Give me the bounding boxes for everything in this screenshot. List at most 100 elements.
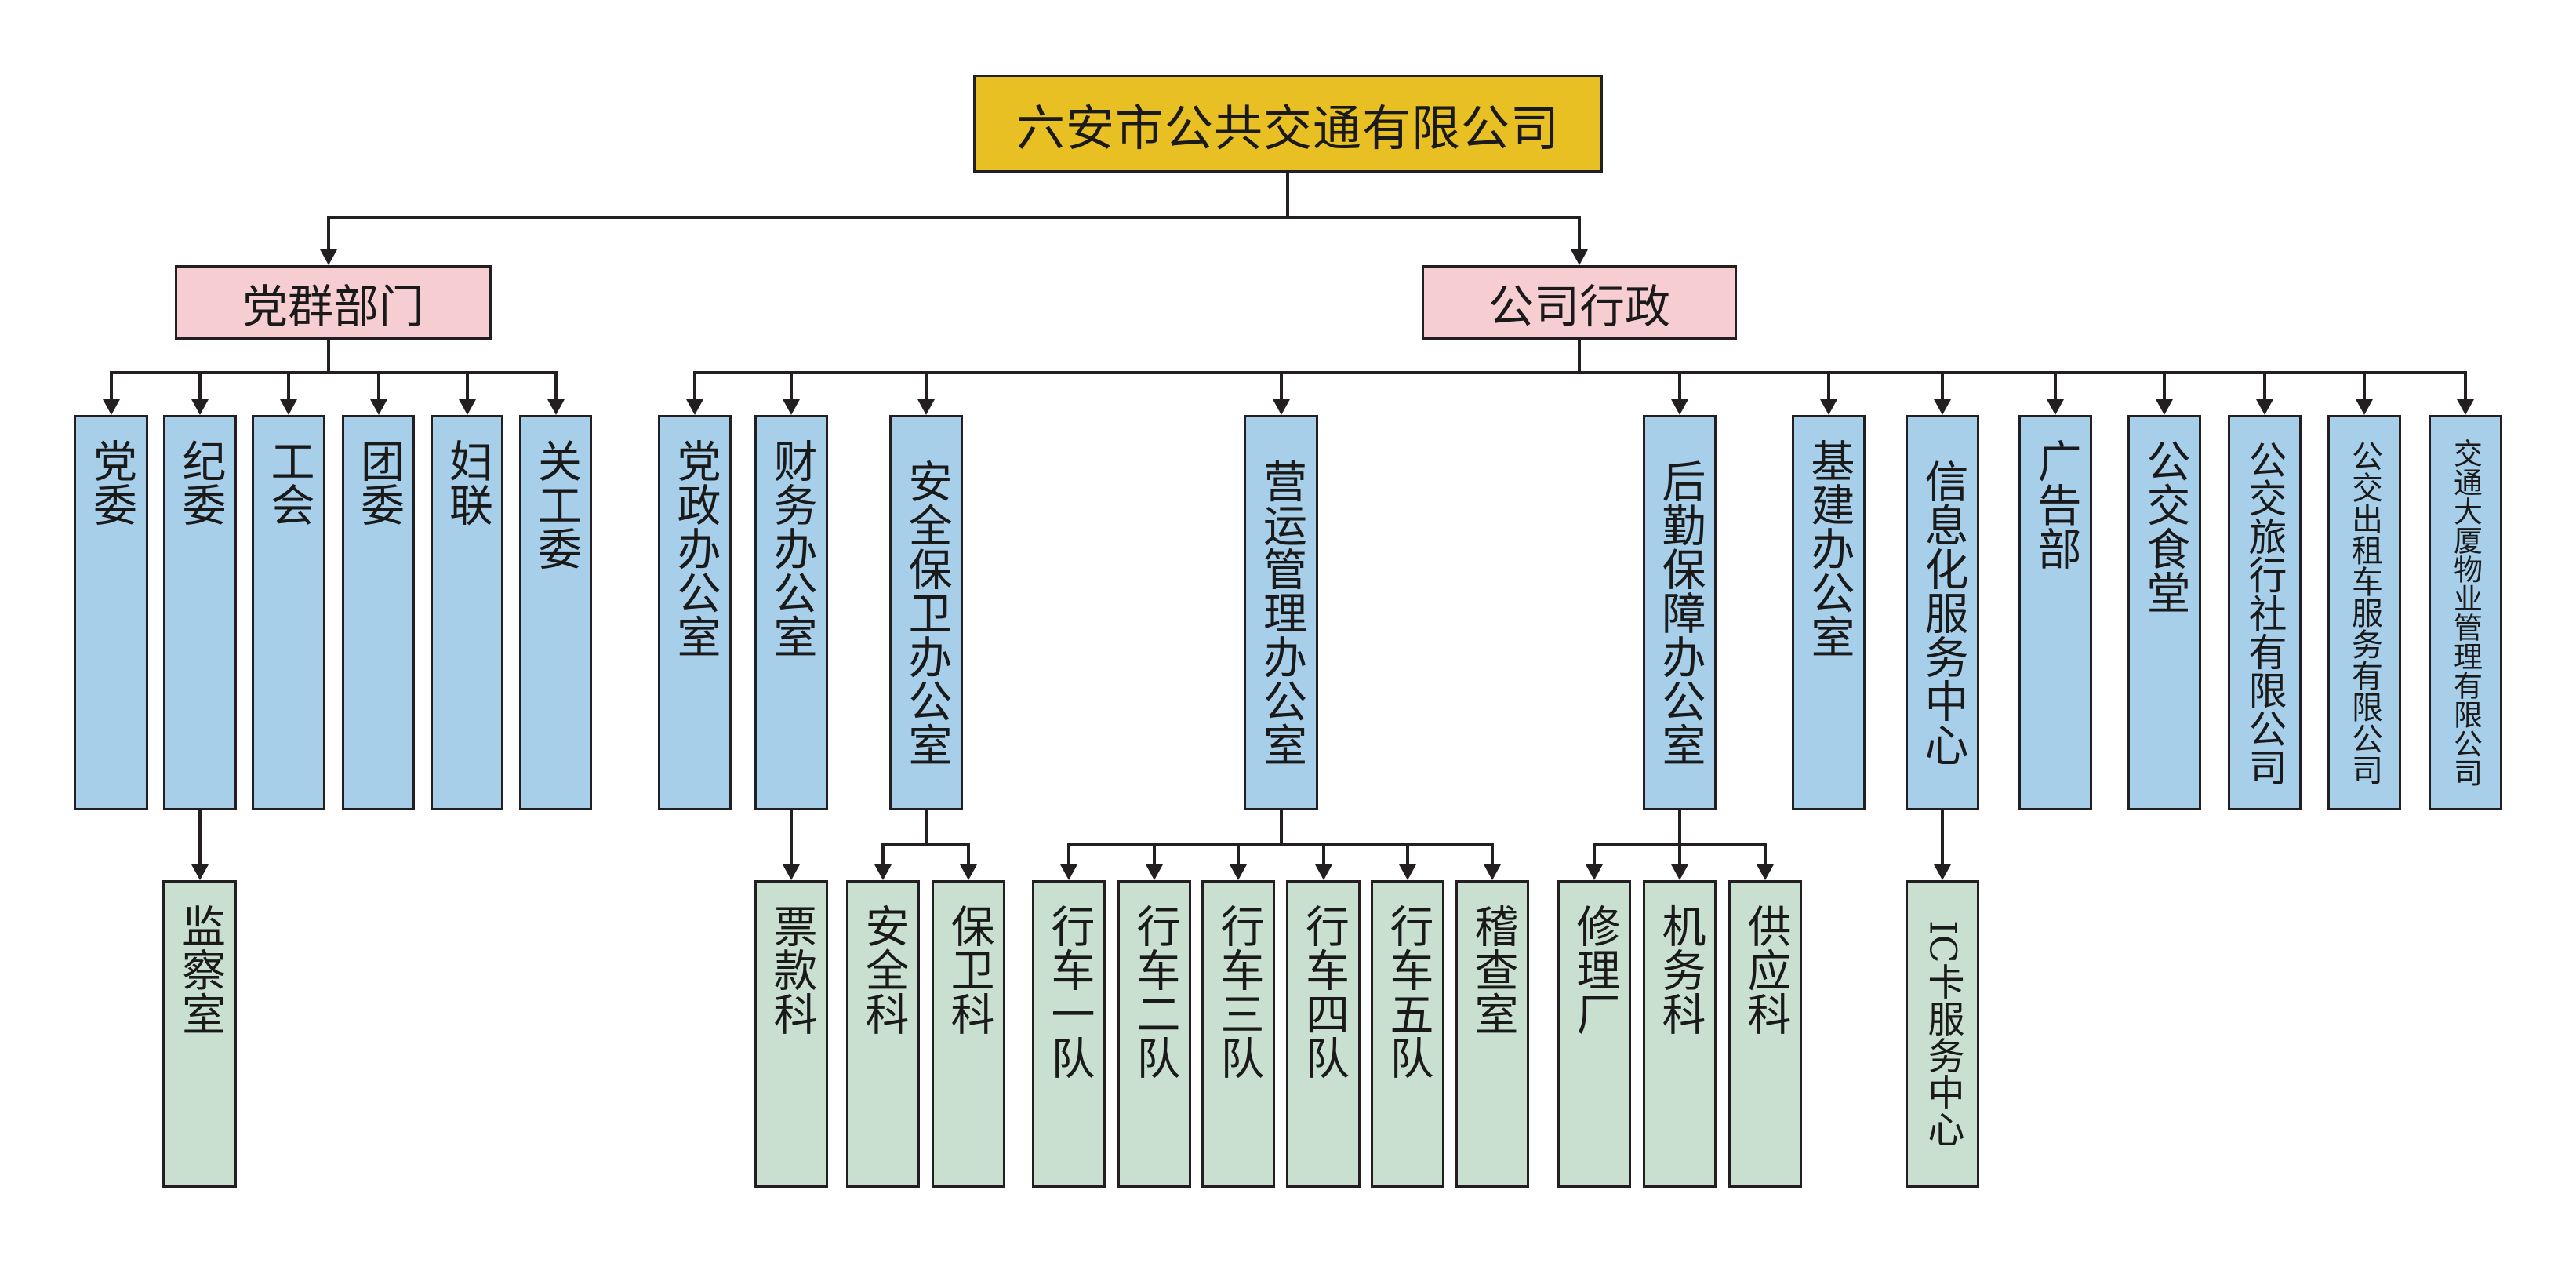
sub-unit-box[interactable]: 行车二队 (1117, 880, 1191, 1188)
sub-unit-box[interactable]: 修理厂 (1557, 880, 1631, 1188)
dept-box[interactable]: 后勤保障办公室 (1643, 415, 1717, 810)
dept-box-label: 广告部 (2030, 439, 2081, 570)
sub-unit-box[interactable]: 行车五队 (1371, 880, 1444, 1188)
arrow-down-icon (1934, 864, 1951, 880)
dept-box-label: 基建办公室 (1804, 439, 1855, 658)
arrow-down-icon (547, 399, 565, 415)
dept-box[interactable]: 安全保卫办公室 (889, 415, 963, 810)
arrow-down-icon (2457, 399, 2474, 415)
dept-box-label: 公交出租车服务有限公司 (2346, 440, 2382, 785)
sub-unit-box-label: 票款科 (766, 904, 817, 1036)
dept-stem-line (925, 373, 928, 401)
sub-unit-box-label: 行车五队 (1382, 904, 1433, 1079)
sub-stem-line (1406, 844, 1409, 866)
dept-stem-line (376, 373, 380, 401)
dept-box-label: 公交旅行社有限公司 (2242, 439, 2287, 786)
arrow-down-icon (874, 864, 892, 880)
arrow-down-icon (1757, 864, 1774, 880)
arrow-down-icon (1230, 864, 1247, 880)
sub-trunk-line (1678, 810, 1681, 844)
sub-unit-box-label: 机务科 (1655, 904, 1706, 1036)
arrow-down-icon (1586, 864, 1603, 880)
sub-unit-box[interactable]: 行车四队 (1286, 880, 1361, 1188)
dept-stem-line (1678, 373, 1681, 401)
group-stem-line (327, 217, 330, 251)
sub-unit-box[interactable]: 监察室 (162, 880, 237, 1188)
dept-box-label: 营运管理办公室 (1255, 459, 1307, 766)
sub-unit-box-label: IC卡服务中心 (1920, 920, 1964, 1148)
dept-box[interactable]: 党政办公室 (658, 415, 732, 810)
sub-unit-box[interactable]: IC卡服务中心 (1906, 880, 1979, 1188)
root-branch-line (327, 216, 1581, 219)
sub-unit-box-label: 安全科 (858, 904, 909, 1036)
arrow-down-icon (369, 399, 387, 415)
arrow-down-icon (458, 399, 476, 415)
dept-box[interactable]: 广告部 (2018, 415, 2092, 810)
root-company-box[interactable]: 六安市公共交通有限公司 (973, 75, 1603, 173)
sub-stem-line (1941, 810, 1944, 866)
dept-box[interactable]: 工会 (252, 415, 325, 810)
dept-stem-line (790, 373, 793, 401)
dept-box[interactable]: 交通大厦物业管理有限公司 (2429, 415, 2502, 810)
dept-box[interactable]: 基建办公室 (1792, 415, 1866, 810)
dept-box[interactable]: 关工委 (519, 415, 592, 810)
dept-stem-line (1279, 373, 1283, 401)
dept-box[interactable]: 党委 (74, 415, 148, 810)
sub-branch-line (881, 843, 970, 846)
sub-unit-box-label: 修理厂 (1569, 904, 1620, 1036)
dept-box[interactable]: 营运管理办公室 (1244, 415, 1318, 810)
dept-box[interactable]: 公交出租车服务有限公司 (2327, 415, 2401, 810)
sub-unit-box[interactable]: 机务科 (1643, 880, 1717, 1188)
dept-box[interactable]: 公交旅行社有限公司 (2228, 415, 2302, 810)
sub-stem-line (1678, 844, 1681, 866)
arrow-down-icon (1272, 399, 1290, 415)
arrow-down-icon (1671, 864, 1688, 880)
dept-stem-line (198, 373, 202, 401)
group-box-1[interactable]: 公司行政 (1422, 265, 1737, 340)
sub-stem-line (1321, 844, 1325, 866)
sub-stem-line (1237, 844, 1240, 866)
sub-trunk-line (1279, 810, 1283, 844)
arrow-down-icon (191, 399, 209, 415)
dept-stem-line (109, 373, 113, 401)
root-company-label: 六安市公共交通有限公司 (1016, 99, 1560, 157)
sub-stem-line (1067, 844, 1070, 866)
dept-stem-line (1827, 373, 1830, 401)
dept-stem-line (2163, 373, 2166, 401)
group-box-0[interactable]: 党群部门 (175, 265, 492, 340)
group-to-dept-line (1578, 340, 1581, 373)
sub-unit-box-label: 行车三队 (1213, 904, 1264, 1079)
dept-box-label: 后勤保障办公室 (1655, 459, 1706, 766)
arrow-down-icon (1671, 399, 1688, 415)
sub-stem-line (1153, 844, 1156, 866)
dept-box-label: 党政办公室 (670, 439, 721, 658)
sub-unit-box[interactable]: 行车三队 (1201, 880, 1275, 1188)
dept-box[interactable]: 纪委 (163, 415, 237, 810)
dept-box-label: 公交食堂 (2139, 439, 2190, 614)
sub-unit-box[interactable]: 稽查室 (1455, 880, 1529, 1188)
sub-trunk-line (925, 810, 928, 844)
dept-box[interactable]: 妇联 (431, 415, 503, 810)
dept-stem-line (1941, 373, 1944, 401)
sub-unit-box[interactable]: 安全科 (846, 880, 920, 1188)
dept-box[interactable]: 信息化服务中心 (1906, 415, 1979, 810)
sub-unit-box[interactable]: 供应科 (1728, 880, 1802, 1188)
arrow-down-icon (2256, 399, 2273, 415)
sub-unit-box-label: 监察室 (174, 904, 226, 1036)
dept-box[interactable]: 公交食堂 (2127, 415, 2201, 810)
sub-unit-box[interactable]: 行车一队 (1032, 880, 1106, 1188)
sub-stem-line (967, 844, 970, 866)
dept-stem-line (554, 373, 558, 401)
sub-unit-box[interactable]: 票款科 (754, 880, 828, 1188)
group-to-dept-line (327, 340, 330, 373)
dept-box[interactable]: 财务办公室 (754, 415, 828, 810)
arrow-down-icon (2156, 399, 2173, 415)
dept-box[interactable]: 团委 (342, 415, 415, 810)
dept-box-label: 党委 (85, 439, 137, 526)
arrow-down-icon (280, 399, 297, 415)
dept-box-label: 财务办公室 (766, 439, 817, 658)
sub-unit-box[interactable]: 保卫科 (932, 880, 1005, 1188)
sub-branch-line (1067, 843, 1494, 846)
sub-stem-line (198, 810, 202, 866)
